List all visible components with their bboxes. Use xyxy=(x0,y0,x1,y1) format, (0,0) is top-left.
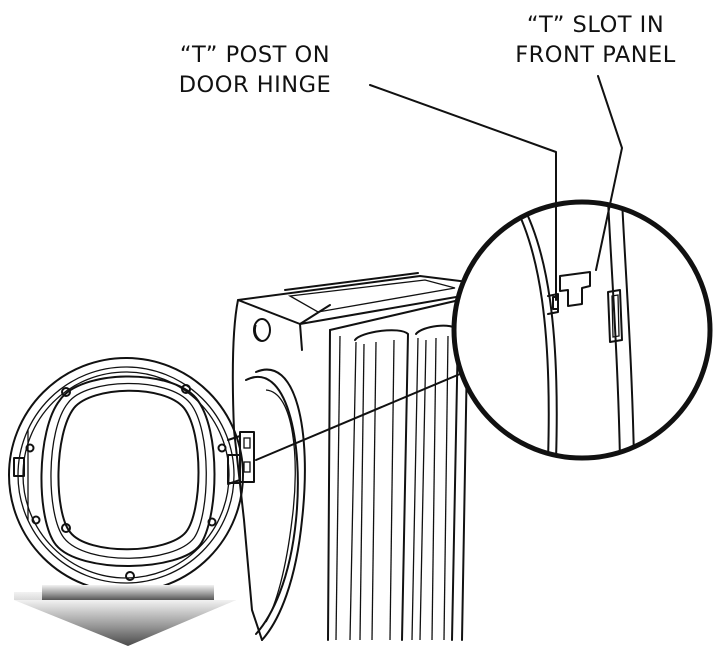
t-post-label-line-2: DOOR HINGE xyxy=(178,72,332,98)
t-slot-leader-line xyxy=(595,75,623,271)
dryer-cabinet xyxy=(231,272,469,641)
t-slot-label-line-1: “T” SLOT IN xyxy=(526,12,665,38)
t-slot-label: “T” SLOT IN FRONT PANEL xyxy=(498,10,693,70)
dryer-door xyxy=(8,357,244,593)
down-left-arrow-icon xyxy=(14,585,236,646)
t-post-label-line-1: “T” POST ON xyxy=(179,42,331,68)
t-post-leader-line xyxy=(369,84,557,301)
zoom-leader-line xyxy=(255,373,461,461)
zoom-detail-circle xyxy=(451,199,713,461)
t-post-label: “T” POST ON DOOR HINGE xyxy=(160,40,350,100)
t-slot-label-line-2: FRONT PANEL xyxy=(515,42,676,68)
